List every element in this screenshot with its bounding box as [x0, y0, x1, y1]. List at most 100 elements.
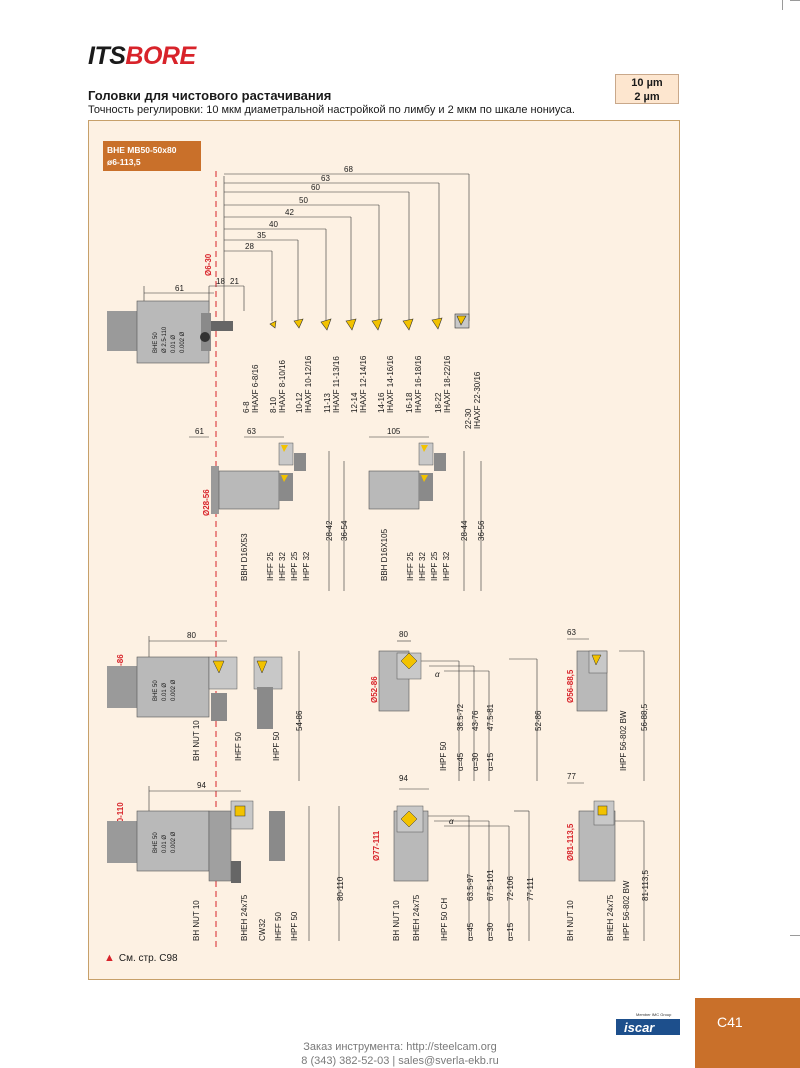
s4c-nut: BH NUT 10: [566, 900, 575, 941]
s2-right-range-2: 36-56: [477, 520, 486, 541]
dim-35: 35: [257, 231, 266, 240]
s2-left-range-1: 28-42: [325, 520, 334, 541]
s4c-cart: IHPF 56-802 BW: [622, 880, 631, 941]
page-number-tab: C41: [695, 998, 800, 1068]
s3c-cart: IHPF 56-802 BW: [619, 710, 628, 771]
s2-left-cart-2: IHFF 32: [278, 552, 287, 581]
angle-s4b: α: [449, 817, 454, 826]
head-marking-2: Ø 2.5-110: [162, 326, 168, 353]
footer: Заказ инструмента: http://steelcam.org 8…: [0, 1040, 800, 1068]
s2-right-cart-2: IHFF 32: [418, 552, 427, 581]
s4a-marking-3: 0.002 Ø: [171, 831, 177, 853]
head-marking-4: 0.002 Ø: [180, 331, 186, 353]
s4b-range-2: 67.5-101: [486, 869, 495, 901]
dim-s2-105: 105: [387, 427, 401, 436]
tool-badge: [103, 141, 201, 171]
crop-mark: [790, 0, 800, 1]
head-marking-1: BHE 50: [153, 332, 159, 353]
see-page-text: См. стр. С98: [118, 953, 178, 964]
dim-60: 60: [311, 183, 320, 192]
bar-labels: 6-8 IHAXF 6-8/16 8-10 IHAXF 8-10/16 10-1…: [242, 355, 482, 429]
tooling-drawing: BHE MB50-50x80 ø6-113,5 68 63 60 50 42 4…: [103, 141, 650, 951]
s3a-marking-1: BHE 50: [153, 680, 159, 701]
dim-61: 61: [175, 284, 184, 293]
section-2: [189, 436, 482, 591]
s3a-cart-2: IHPF 50: [272, 731, 281, 761]
s3a-range: 54-86: [295, 710, 304, 731]
bar-range-9: 22-30: [464, 408, 473, 429]
bar-code-3: IHAXF 10-12/16: [304, 355, 313, 413]
boring-bar-short: [211, 442, 306, 514]
bar-range-5: 12-14: [350, 392, 359, 413]
crop-mark: [782, 0, 783, 10]
dim-s2-63: 63: [247, 427, 256, 436]
s2-left-range-2: 36-54: [340, 520, 349, 541]
s4a-item-2: IHFF 50: [274, 912, 283, 941]
page-title: Головки для чистового растачивания: [88, 88, 332, 103]
dim-s3c-63: 63: [567, 628, 576, 637]
s4a-item-1: CW32: [258, 918, 267, 941]
bar-code-6: IHAXF 14-16/16: [386, 355, 395, 413]
bar-code-1: IHAXF 6-8/16: [251, 364, 260, 413]
dim-s4b-94: 94: [399, 774, 408, 783]
member-imc-text: Member IMC Group: [636, 1012, 672, 1017]
s4c-range: 81-113,5: [641, 869, 650, 901]
page-number: C41: [717, 1014, 743, 1030]
dim-s4a-94: 94: [197, 781, 206, 790]
diameter-80-110: Ø80-110: [116, 802, 125, 833]
s3a-marking-2: 0.01 Ø: [162, 683, 168, 701]
dim-63: 63: [321, 174, 330, 183]
footer-contact-line[interactable]: 8 (343) 382-52-03 | sales@sverla-ekb.ru: [301, 1055, 499, 1067]
iscar-logo-band: [616, 1019, 680, 1035]
s3b-alpha-3: α=15: [486, 752, 495, 771]
s3b-range-1: 38.5-72: [456, 703, 465, 731]
bar-range-4: 11-13: [323, 393, 332, 413]
s4a-nut: BH NUT 10: [192, 900, 201, 941]
s4a-extension: BHEH 24x75: [240, 894, 249, 941]
iscar-logo-text: iscar: [624, 1020, 655, 1035]
s4b-total: 77-111: [526, 877, 535, 901]
bar-range-1: 6-8: [242, 401, 251, 413]
s4b-nut: BH NUT 10: [392, 900, 401, 941]
s3a-cart-1: IHFF 50: [234, 732, 243, 761]
dim-50: 50: [299, 196, 308, 205]
dim-42: 42: [285, 208, 294, 217]
s3b-alpha-2: α=30: [471, 752, 480, 771]
dim-18: 18: [216, 277, 225, 286]
s2-right-range-1: 28-44: [460, 520, 469, 541]
boring-head-s3c: [576, 650, 608, 712]
dim-s3b-80: 80: [399, 630, 408, 639]
boring-head-s3a: [107, 656, 283, 729]
bar-code-2: IHAXF 8-10/16: [278, 360, 287, 413]
s2-left-cart-4: IHPF 32: [302, 551, 311, 581]
crop-mark: [790, 935, 800, 936]
itsbore-logo: ITSBORE: [88, 42, 196, 70]
dim-40: 40: [269, 220, 278, 229]
angle-s3b: α: [435, 670, 440, 679]
s4b-alpha-2: α=30: [486, 922, 495, 941]
bar-code-4: IHAXF 11-13/16: [332, 356, 341, 413]
s4a-marking-1: BHE 50: [153, 832, 159, 853]
s3a-nut: BH NUT 10: [192, 720, 201, 761]
boring-head-s4c: [578, 800, 616, 882]
diameter-81-113-5: Ø81-113,5: [566, 823, 575, 861]
s2-right-cart-3: IHPF 25: [430, 551, 439, 581]
s3b-cart: IHPF 50: [439, 741, 448, 771]
dim-s2-61: 61: [195, 427, 204, 436]
page-subtitle: Точность регулировки: 10 мкм диаметральн…: [88, 104, 575, 116]
tool-badge-line1: BHE MB50-50x80: [107, 145, 177, 155]
drawing-panel: BHE MB50-50x80 ø6-113,5 68 63 60 50 42 4…: [88, 120, 680, 980]
iscar-logo: Member IMC Group iscar: [616, 1012, 680, 1035]
boring-head-main: [107, 300, 233, 364]
footer-order-line[interactable]: Заказ инструмента: http://steelcam.org: [303, 1041, 497, 1053]
bar-range-7: 16-18: [405, 392, 414, 413]
s4b-range-1: 63.5-97: [466, 873, 475, 901]
s2-left-cart-1: IHFF 25: [266, 552, 275, 581]
boring-head-s4b: [393, 805, 429, 882]
s4a-item-3: IHPF 50: [290, 911, 299, 941]
s4b-extension: BHEH 24x75: [412, 894, 421, 941]
dim-28: 28: [245, 242, 254, 251]
bar-code-5: IHAXF 12-14/16: [359, 355, 368, 413]
boring-head-s3b: [378, 650, 422, 712]
s2-right-cart-4: IHPF 32: [442, 551, 451, 581]
